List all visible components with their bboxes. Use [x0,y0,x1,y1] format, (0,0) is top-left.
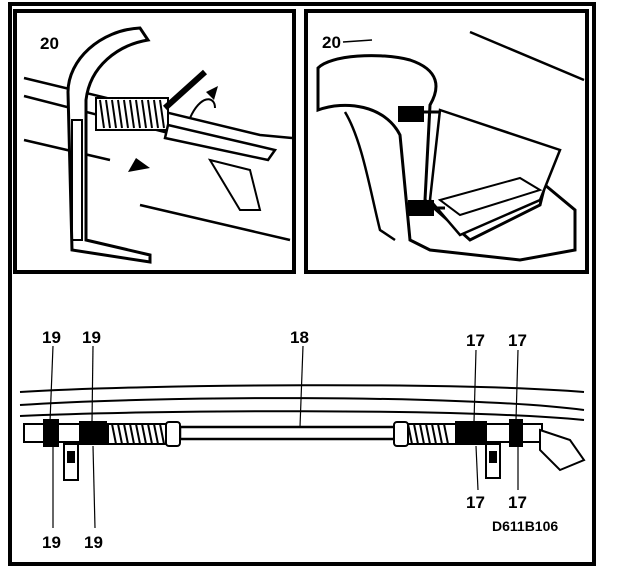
right-end-fitting [455,419,586,479]
callout-18: 18 [290,328,309,347]
liner-edge [343,111,396,242]
callout-19-top-left: 19 [42,328,61,347]
top-left-panel: 20 [13,9,296,274]
top-right-panel: 20 [304,9,589,274]
top-right-callout: 20 [322,33,341,52]
callout-17-top-left: 17 [466,331,485,350]
u-bracket [66,26,152,264]
clip-upper [398,106,440,122]
right-spring [403,423,457,445]
callout-19-bottom-right: 19 [84,533,103,552]
callout-17-bottom-right: 17 [508,493,527,512]
bracket-foot [207,158,262,211]
roof-liner [316,54,577,262]
right-spring-cap [393,421,409,447]
rotate-arrow-head [206,86,218,100]
roof-line [469,30,585,82]
bracket-slot [71,119,83,241]
center-bar [178,425,397,441]
rotate-arrow [189,98,216,119]
callout-19-bottom-left: 19 [42,533,61,552]
rod-arm [163,123,278,162]
callout-19-top-right: 19 [82,328,101,347]
callout-17-top-right: 17 [508,331,527,350]
top-left-callout: 20 [40,34,59,53]
push-arrow [128,158,150,172]
leader-lines [49,345,519,529]
top-left-panel-frame [13,9,296,274]
drawing-code: D611B106 [492,518,558,534]
spring-coil [95,97,169,131]
rod [162,69,208,111]
roof-lines [19,384,585,421]
panel-slot [437,176,543,217]
top-right-panel-frame [304,9,589,274]
left-spring-cap [165,421,181,447]
left-end-fitting [23,419,107,481]
callout-17-bottom-left: 17 [466,493,485,512]
bottom-panel: 19 19 18 17 17 19 19 17 17 D611B106 [19,328,586,552]
left-spring [107,423,169,445]
outer-frame [8,2,596,566]
callout-leader [342,39,373,43]
clip-lower [408,200,445,216]
